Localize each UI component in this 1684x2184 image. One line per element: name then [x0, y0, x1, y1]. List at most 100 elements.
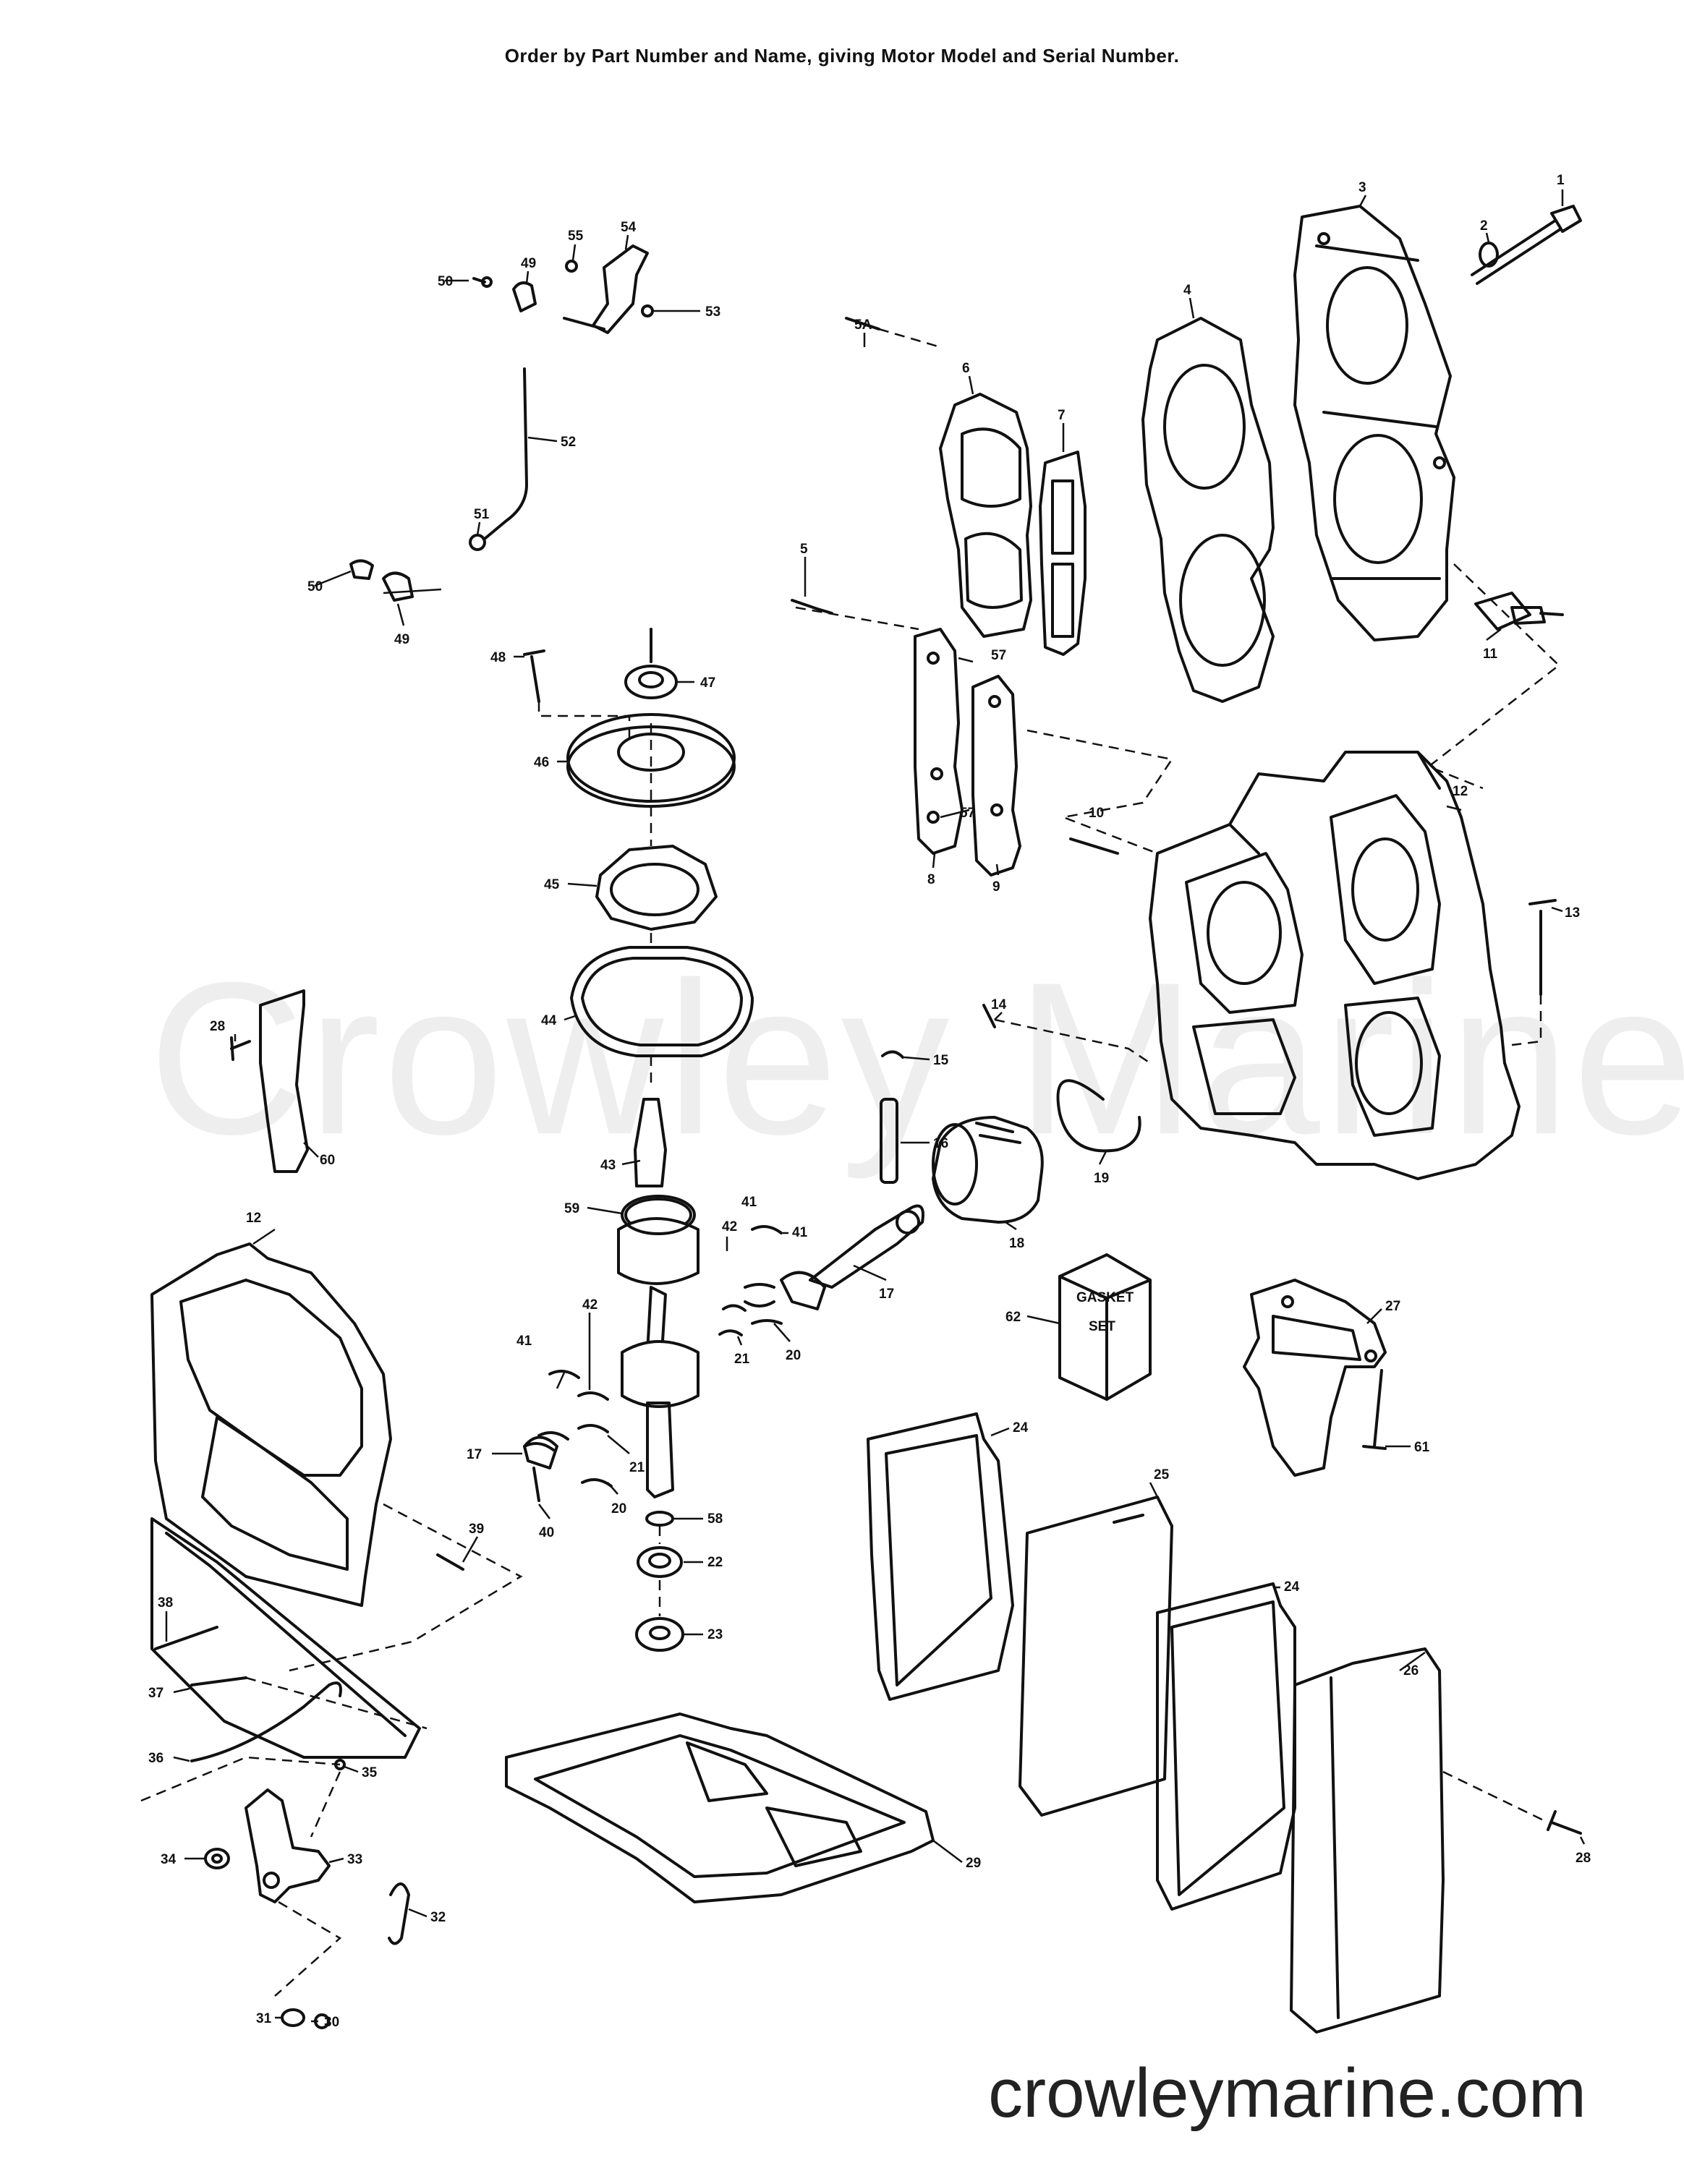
callout-18: 18 — [1009, 1236, 1024, 1251]
part-block-bolt-13 — [1528, 899, 1557, 996]
callout-48: 48 — [490, 650, 506, 665]
callout-57-upper: 57 — [991, 648, 1006, 663]
callout-5: 5 — [800, 542, 808, 557]
part-spring-36 — [190, 1681, 342, 1762]
callout-41-left: 41 — [516, 1334, 532, 1349]
callout-7: 7 — [1058, 408, 1066, 423]
callout-labels: 1 2 3 4 5 5A 6 7 8 9 10 11 12 12 13 14 1… — [148, 173, 1591, 2030]
part-cylinder-head-cover — [1293, 205, 1455, 641]
part-gasket-45 — [595, 845, 718, 931]
callout-58: 58 — [707, 1511, 723, 1527]
callout-24-upper: 24 — [1013, 1420, 1029, 1436]
part-exhaust-cover-screw — [845, 317, 880, 330]
part-o-ring-58 — [645, 1511, 674, 1527]
callout-46: 46 — [534, 755, 549, 770]
part-nut-34 — [204, 1848, 230, 1869]
part-nut-53 — [641, 304, 654, 317]
part-head-bolt — [1471, 205, 1582, 285]
callout-27: 27 — [1385, 1299, 1400, 1314]
part-gasket-24-lower — [1156, 1582, 1296, 1911]
callout-leaders — [165, 189, 1586, 2023]
callout-39: 39 — [469, 1522, 484, 1537]
callout-20-right: 20 — [786, 1348, 801, 1363]
part-exhaust-plate-outer — [971, 675, 1021, 876]
part-base-gasket-29 — [505, 1712, 935, 1903]
callout-41-right: 41 — [792, 1225, 808, 1240]
order-instruction-note: Order by Part Number and Name, giving Mo… — [504, 45, 1180, 67]
part-intake-manifold — [1243, 1279, 1387, 1477]
part-seal-47 — [624, 628, 678, 699]
callout-59: 59 — [564, 1201, 579, 1216]
part-link-rod-52 — [483, 367, 528, 540]
callout-15: 15 — [933, 1053, 949, 1068]
part-piston-pin-retainer — [881, 1050, 904, 1059]
part-plate-25 — [1019, 1496, 1173, 1817]
callout-6: 6 — [962, 361, 970, 376]
gasket-set-label-2: SET — [1089, 1319, 1115, 1334]
part-washer — [1479, 242, 1499, 268]
part-throttle-arm-54 — [563, 244, 649, 334]
part-crankshaft — [617, 1098, 699, 1498]
part-piston — [932, 1116, 1044, 1224]
callout-53: 53 — [705, 304, 720, 320]
part-cam-49-lower — [382, 571, 414, 602]
part-spring-clip-32 — [388, 1882, 410, 1945]
part-main-bearing-59 — [621, 1195, 696, 1235]
callout-51: 51 — [474, 507, 490, 522]
callout-12-crankcase: 12 — [246, 1211, 261, 1226]
gasket-set-label-1: GASKET — [1076, 1290, 1134, 1305]
callout-8: 8 — [927, 872, 935, 887]
callout-57-lower: 57 — [960, 806, 975, 821]
callout-32: 32 — [430, 1910, 446, 1925]
part-dowel-10 — [1069, 837, 1119, 855]
part-screw-48 — [523, 649, 545, 703]
callout-3: 3 — [1358, 180, 1366, 195]
callout-9: 9 — [992, 879, 1000, 895]
callout-43: 43 — [600, 1158, 616, 1173]
part-spark-plug — [1474, 592, 1564, 631]
part-screw-28-left — [230, 1036, 251, 1061]
callout-38: 38 — [158, 1595, 173, 1611]
callout-5a: 5A — [854, 317, 872, 333]
part-shield-60 — [259, 989, 309, 1173]
callout-61: 61 — [1414, 1440, 1430, 1455]
callout-24-lower: 24 — [1284, 1579, 1300, 1595]
callout-23: 23 — [707, 1627, 723, 1642]
callout-49-upper: 49 — [521, 256, 536, 271]
part-crankcase — [150, 1242, 421, 1759]
callout-52: 52 — [561, 435, 576, 450]
part-screw-50-upper — [472, 276, 493, 288]
part-bypass-cover — [939, 393, 1032, 638]
part-ball-joint-51 — [469, 534, 486, 551]
callout-17-rod: 17 — [879, 1287, 894, 1302]
callout-50-upper: 50 — [438, 274, 453, 289]
part-screw-28-right — [1547, 1810, 1582, 1835]
part-locating-pin-14 — [982, 1004, 996, 1028]
part-screw-5 — [791, 599, 833, 615]
callout-40: 40 — [539, 1525, 554, 1540]
part-screw-55 — [565, 260, 578, 273]
callout-29: 29 — [966, 1856, 981, 1871]
callout-44: 44 — [541, 1013, 557, 1028]
part-seal-23 — [635, 1617, 684, 1652]
callout-26: 26 — [1403, 1663, 1419, 1678]
callout-41-top: 41 — [741, 1195, 757, 1210]
part-piston-pin — [880, 1098, 898, 1184]
callout-33: 33 — [347, 1852, 362, 1867]
callout-45: 45 — [544, 877, 560, 892]
part-piston-ring — [1056, 1079, 1141, 1153]
callout-49-lower: 49 — [394, 632, 409, 647]
part-head-gasket — [1141, 317, 1275, 703]
part-connecting-rod — [780, 1204, 924, 1310]
callout-60: 60 — [320, 1153, 335, 1168]
part-screw-61 — [1362, 1369, 1387, 1450]
callout-37: 37 — [148, 1686, 163, 1701]
part-ring-44 — [570, 946, 754, 1057]
part-screw-38 — [154, 1626, 218, 1650]
part-gasket-24-upper — [867, 1412, 1014, 1701]
callout-12-block: 12 — [1453, 784, 1468, 799]
callout-25: 25 — [1154, 1467, 1170, 1483]
callout-35: 35 — [362, 1765, 378, 1780]
callout-21-right: 21 — [734, 1352, 750, 1367]
callout-16: 16 — [933, 1136, 948, 1151]
